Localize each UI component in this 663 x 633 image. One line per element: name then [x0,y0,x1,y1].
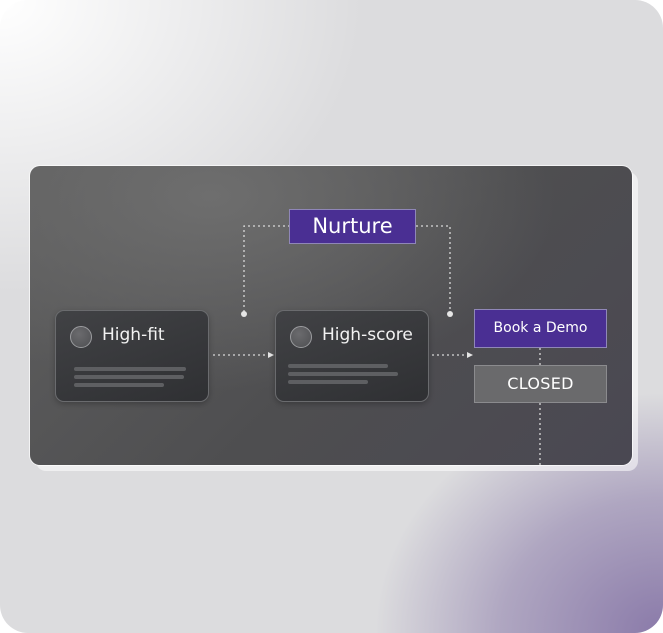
nurture-node[interactable]: Nurture [289,209,416,244]
avatar-circle-icon [290,326,312,348]
connector-dot-right [447,311,453,317]
placeholder-line [74,367,186,371]
arrow-right-icon [467,352,473,358]
card-high-score[interactable]: High-score [275,310,429,402]
placeholder-line [288,380,368,384]
placeholder-line [74,375,184,379]
book-demo-button[interactable]: Book a Demo [474,309,607,348]
card-title-high-score: High-score [322,325,413,345]
card-high-fit[interactable]: High-fit [55,310,209,402]
arrow-right-icon [268,352,274,358]
placeholder-line [74,383,164,387]
closed-node[interactable]: CLOSED [474,365,607,403]
card-title-high-fit: High-fit [102,325,165,345]
placeholder-line [288,364,388,368]
placeholder-line [288,372,398,376]
connector-dot-left [241,311,247,317]
connector-nurture-right [416,225,451,312]
connector-nurture-left [243,225,289,312]
avatar-circle-icon [70,326,92,348]
